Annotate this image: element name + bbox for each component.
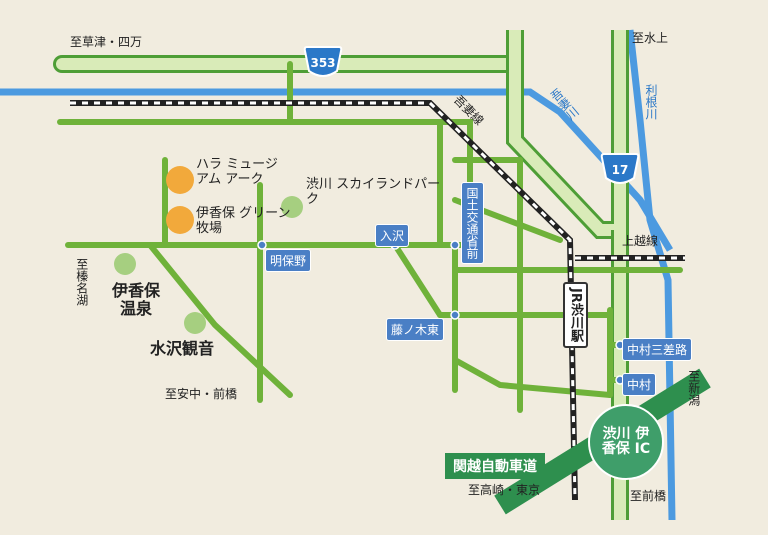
- route-353-number: 353: [310, 56, 336, 70]
- direction-maebashi: 至前橋: [630, 489, 667, 503]
- intersection-kokudo-koutsusyou-mae: 国土交通省前: [461, 182, 484, 264]
- route-17-number: 17: [611, 163, 629, 177]
- route-17-shield: 17: [600, 152, 640, 188]
- intersection-nakamura-sansaro: 中村三差路: [622, 338, 693, 361]
- place-hara-museum-arc: ハラ ミュージアム アーク: [196, 157, 278, 187]
- place-ikaho-green-farm: 伊香保 グリーン牧場: [196, 206, 291, 236]
- agatsuma-line: [70, 100, 578, 501]
- place-mizusawa-kannon: 水沢観音: [150, 339, 215, 358]
- intersection-meihono: 明保野: [265, 249, 312, 272]
- skyland-park-marker: [281, 196, 303, 218]
- hara-museum-marker: [166, 166, 194, 194]
- shibukawa-ikaho-ic: 渋川 伊香保 IC: [588, 404, 664, 480]
- joetsu-line-label: 上越線: [622, 234, 659, 248]
- direction-minakami: 至水上: [632, 31, 669, 45]
- ikaho-green-farm-marker: [166, 206, 194, 234]
- direction-annaka-maebashi: 至安中・前橋: [165, 387, 238, 401]
- direction-niigata: 至新潟: [686, 370, 701, 406]
- intersection-irisawa: 入沢: [375, 224, 410, 247]
- tone-river-label: 利根川: [644, 84, 658, 120]
- direction-kusatsu: 至草津・四万: [70, 35, 143, 49]
- place-ikaho-onsen: 伊香保 温泉: [111, 281, 160, 319]
- jr-shibukawa-station: JR渋川駅: [563, 282, 588, 348]
- ikaho-onsen-marker: [114, 253, 136, 275]
- shibukawa-ikaho-ic-label: 渋川 伊香保 IC: [601, 425, 651, 457]
- mizusawa-kannon-marker: [184, 312, 206, 334]
- direction-takasaki-tokyo: 至高崎・東京: [468, 483, 541, 497]
- route-353-shield: 353: [303, 45, 343, 81]
- intersection-nakamura: 中村: [622, 373, 657, 396]
- kan-etsu-expressway-label: 関越自動車道: [445, 453, 545, 479]
- place-shibukawa-skyland-park: 渋川 スカイランドパーク: [306, 177, 441, 207]
- intersection-fujinokihigashi: 藤ノ木東: [386, 318, 445, 341]
- direction-haruna-lake: 至榛名湖: [74, 258, 89, 306]
